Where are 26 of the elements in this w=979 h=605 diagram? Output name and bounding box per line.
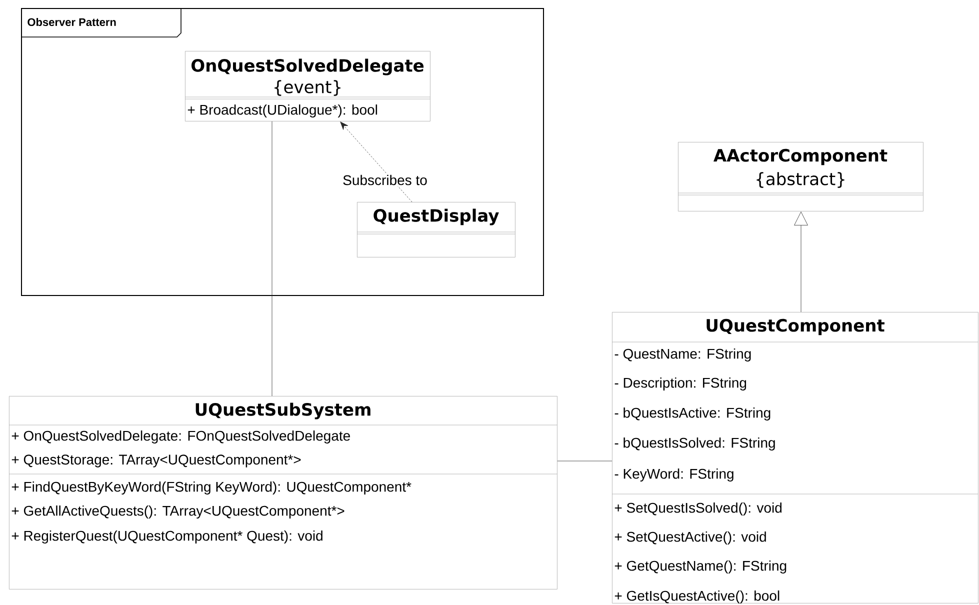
class-member: - QuestName: FString bbox=[614, 348, 751, 362]
class-member: + RegisterQuest(UQuestComponent* Quest): void bbox=[12, 530, 322, 544]
class-name: UQuestSubSystem bbox=[196, 402, 370, 420]
class-member: - bQuestIsSolved: FString bbox=[614, 437, 775, 451]
class-name: QuestDisplay bbox=[374, 208, 499, 226]
class-member: + GetAllActiveQuests(): TArray<UQuestComponent*> bbox=[12, 505, 344, 519]
class-member: + SetQuestActive(): void bbox=[614, 531, 766, 545]
class-member: + GetQuestName(): FString bbox=[614, 560, 786, 574]
arrow bbox=[340, 122, 412, 202]
class-member: - KeyWord: FString bbox=[614, 468, 734, 482]
class-name: AActorComponent bbox=[714, 148, 888, 166]
class-member: + FindQuestByKeyWord(FString KeyWord): UQuestComponent* bbox=[12, 481, 412, 495]
edge-label: Subscribes to bbox=[342, 174, 428, 186]
class-member: - Description: FString bbox=[614, 377, 746, 391]
class-member: + SetQuestIsSolved(): void bbox=[614, 502, 782, 516]
class-member: + OnQuestSolvedDelegate: FOnQuestSolvedDelegate bbox=[12, 430, 350, 444]
class-stereotype: {event} bbox=[274, 80, 340, 96]
class-member: - bQuestIsActive: FString bbox=[614, 407, 770, 421]
class-member: + GetIsQuestActive(): bool bbox=[614, 590, 780, 604]
class-member: + QuestStorage: TArray<UQuestComponent*> bbox=[12, 454, 301, 468]
class-name: UQuestComponent bbox=[706, 318, 884, 336]
class-name: OnQuestSolvedDelegate bbox=[192, 58, 424, 76]
class-member: + Broadcast(UDialogue*): bool bbox=[188, 104, 378, 118]
arrow bbox=[794, 212, 808, 312]
connector-line bbox=[557, 460, 612, 462]
class-stereotype: {abstract} bbox=[756, 172, 844, 188]
